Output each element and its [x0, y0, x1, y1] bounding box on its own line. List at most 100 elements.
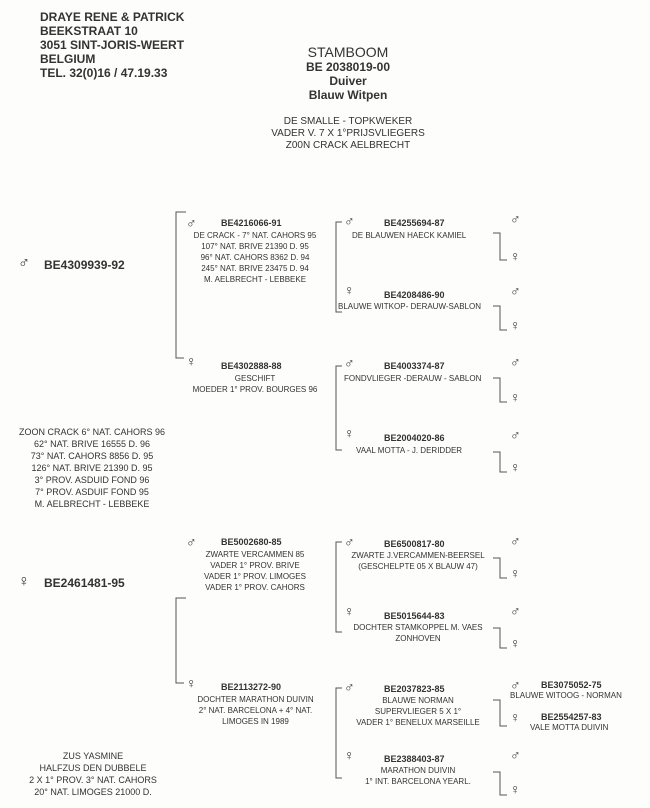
pigeon-note: VADER V. 7 X 1°PRIJSVLIEGERS [271, 128, 425, 139]
dam-note: 20° NAT. LIMOGES 21000 D. [34, 787, 152, 797]
sss-note: DE BLAUWEN HAECK KAMIEL [352, 231, 467, 240]
pigeon-color: Blauw Witpen [308, 88, 388, 102]
dam-notes: ZUS YASMINE HALFZUS DEN DUBBELE 2 X 1° P… [8, 750, 178, 798]
male-icon: ♂ [510, 603, 521, 619]
dam-sire-note: VADER 1° PROV. CAHORS [205, 583, 305, 592]
male-icon: ♂ [186, 215, 197, 231]
dam-sire-note: VADER 1° PROV. LIMOGES [204, 572, 306, 581]
ssd-notes: BLAUWE WITKOP- DERAUW-SABLON [338, 301, 481, 312]
pigeon-ring: BE 2038019-00 [305, 60, 391, 74]
dds-note: VADER 1° BENELUX MARSEILLE [356, 718, 480, 727]
page-title: STAMBOOM [307, 44, 389, 60]
sdd-ring: BE2004020-86 [384, 433, 445, 443]
sire-sire-note: 245° NAT. BRIVE 23475 D. 94 [201, 264, 309, 273]
ddd-note: MARATHON DUIVIN [380, 766, 456, 775]
female-icon: ♀ [510, 317, 521, 333]
owner-tel: TEL. 32(0)16 / 47.19.33 [40, 66, 168, 80]
dam-ring: BE2461481-95 [44, 576, 125, 590]
pigeon-note: Z00N CRACK AELBRECHT [285, 140, 411, 151]
sire-note: 62° NAT. BRIVE 16555 D. 96 [34, 439, 150, 449]
sire-dam-note: MOEDER 1° PROV. BOURGES 96 [192, 385, 318, 394]
owner-city: 3051 SINT-JORIS-WEERT [40, 38, 185, 52]
male-icon: ♂ [510, 677, 521, 693]
ssd-ring: BE4208486-90 [384, 290, 445, 300]
dam-sire-note: ZWARTE VERCAMMEN 85 [205, 550, 305, 559]
sire-sire-ring: BE4216066-91 [221, 218, 282, 228]
male-icon: ♂ [344, 213, 355, 229]
male-icon: ♂ [510, 747, 521, 763]
owner-country: BELGIUM [40, 52, 96, 66]
sire-sire-note: 96° NAT. CAHORS 8362 D. 94 [200, 253, 310, 262]
dss-note: ZWARTE J.VERCAMMEN-BEERSEL [351, 551, 485, 560]
female-icon: ♀ [344, 747, 355, 763]
male-icon: ♂ [510, 283, 521, 299]
sire-note: 73° NAT. CAHORS 8856 D. 95 [30, 451, 154, 461]
female-icon: ♀ [510, 781, 521, 797]
female-icon: ♀ [344, 425, 355, 441]
dam-dam-notes: DOCHTER MARATHON DUIVIN 2° NAT. BARCELON… [178, 694, 333, 727]
dds-notes: BLAUWE NORMAN SUPERVLIEGER 5 X 1° VADER … [336, 695, 500, 728]
ddd-ring: BE2388403-87 [384, 754, 445, 764]
sire-note: 126° NAT. BRIVE 21390 D. 95 [31, 463, 153, 473]
dds-note: BLAUWE NORMAN [382, 696, 454, 705]
sire-ring: BE4309939-92 [44, 258, 125, 272]
owner-block: DRAYE RENE & PATRICK BEEKSTRAAT 10 3051 … [40, 10, 184, 80]
male-icon: ♂ [510, 354, 521, 370]
male-icon: ♂ [510, 211, 521, 227]
ddsd-ring: BE2554257-83 [541, 712, 602, 722]
ddss-ring: BE3075052-75 [541, 680, 602, 690]
dam-dam-note: LIMOGES IN 1989 [222, 717, 289, 726]
owner-street: BEEKSTRAAT 10 [40, 24, 138, 38]
male-icon: ♂ [344, 534, 355, 550]
dsd-ring: BE5015644-83 [384, 611, 445, 621]
male-icon: ♂ [510, 427, 521, 443]
female-icon: ♀ [18, 573, 30, 590]
dam-dam-note: 2° NAT. BARCELONA + 4° NAT. [198, 706, 313, 715]
dds-ring: BE2037823-85 [384, 684, 445, 694]
sire-sire-notes: DE CRACK - 7° NAT. CAHORS 95 107° NAT. B… [180, 230, 330, 285]
sdd-notes: VAAL MOTTA - J. DERIDDER [356, 445, 462, 456]
dam-note: 2 X 1° PROV. 3° NAT. CAHORS [29, 775, 157, 785]
sds-ring: BE4003374-87 [384, 361, 445, 371]
female-icon: ♀ [510, 565, 521, 581]
ddd-notes: MARATHON DUIVIN 1° INT. BARCELONA YEARL. [336, 765, 500, 787]
dam-note: HALFZUS DEN DUBBELE [39, 763, 147, 773]
female-icon: ♀ [344, 282, 355, 298]
dsd-note: DOCHTER STAMKOPPEL M. VAES [353, 623, 483, 632]
dss-ring: BE6500817-80 [384, 539, 445, 549]
sire-dam-note: GESCHIFT [234, 374, 276, 383]
male-icon: ♂ [186, 534, 197, 550]
female-icon: ♀ [344, 603, 355, 619]
dam-sire-notes: ZWARTE VERCAMMEN 85 VADER 1° PROV. BRIVE… [180, 549, 330, 593]
owner-name: DRAYE RENE & PATRICK [40, 10, 185, 24]
sds-note: FONDVLIEGER -DERAUW - SABLON [344, 374, 482, 383]
ddss-note: BLAUWE WITOOG - NORMAN [510, 691, 622, 700]
pigeon-note: DE SMALLE - TOPKWEKER [283, 116, 413, 127]
dsd-notes: DOCHTER STAMKOPPEL M. VAES ZONHOVEN [336, 622, 500, 644]
male-icon: ♂ [344, 679, 355, 695]
sire-note: ZOON CRACK 6° NAT. CAHORS 96 [19, 427, 165, 437]
sire-sire-note: M. AELBRECHT - LEBBEKE [203, 275, 307, 284]
sire-note: 3° PROV. ASDUID FOND 96 [34, 475, 150, 485]
dam-dam-note: DOCHTER MARATHON DUIVIN [197, 695, 314, 704]
dam-sire-ring: BE5002680-85 [221, 537, 282, 547]
male-icon: ♂ [510, 533, 521, 549]
female-icon: ♀ [186, 353, 197, 369]
sire-dam-notes: GESCHIFT MOEDER 1° PROV. BOURGES 96 [180, 373, 330, 395]
sire-sire-note: DE CRACK - 7° NAT. CAHORS 95 [193, 231, 317, 240]
sss-notes: DE BLAUWEN HAECK KAMIEL [352, 230, 466, 241]
sire-note: M. AELBRECHT - LEBBEKE [34, 499, 150, 509]
male-icon: ♂ [344, 355, 355, 371]
pedigree-header: STAMBOOM BE 2038019-00 Duiver Blauw Witp… [248, 44, 448, 102]
sdd-note: VAAL MOTTA - J. DERIDDER [356, 446, 463, 455]
dsd-note: ZONHOVEN [395, 634, 441, 643]
ddsd-notes: VALE MOTTA DUIVIN [530, 722, 608, 733]
dss-notes: ZWARTE J.VERCAMMEN-BEERSEL (GESCHELPTE 0… [336, 550, 500, 572]
ddsd-note: VALE MOTTA DUIVIN [530, 723, 609, 732]
sire-dam-ring: BE4302888-88 [221, 361, 282, 371]
female-icon: ♀ [510, 389, 521, 405]
sss-ring: BE4255694-87 [384, 218, 445, 228]
dam-note: ZUS YASMINE [62, 751, 124, 761]
male-icon: ♂ [18, 255, 30, 272]
sds-notes: FONDVLIEGER -DERAUW - SABLON [344, 373, 481, 384]
